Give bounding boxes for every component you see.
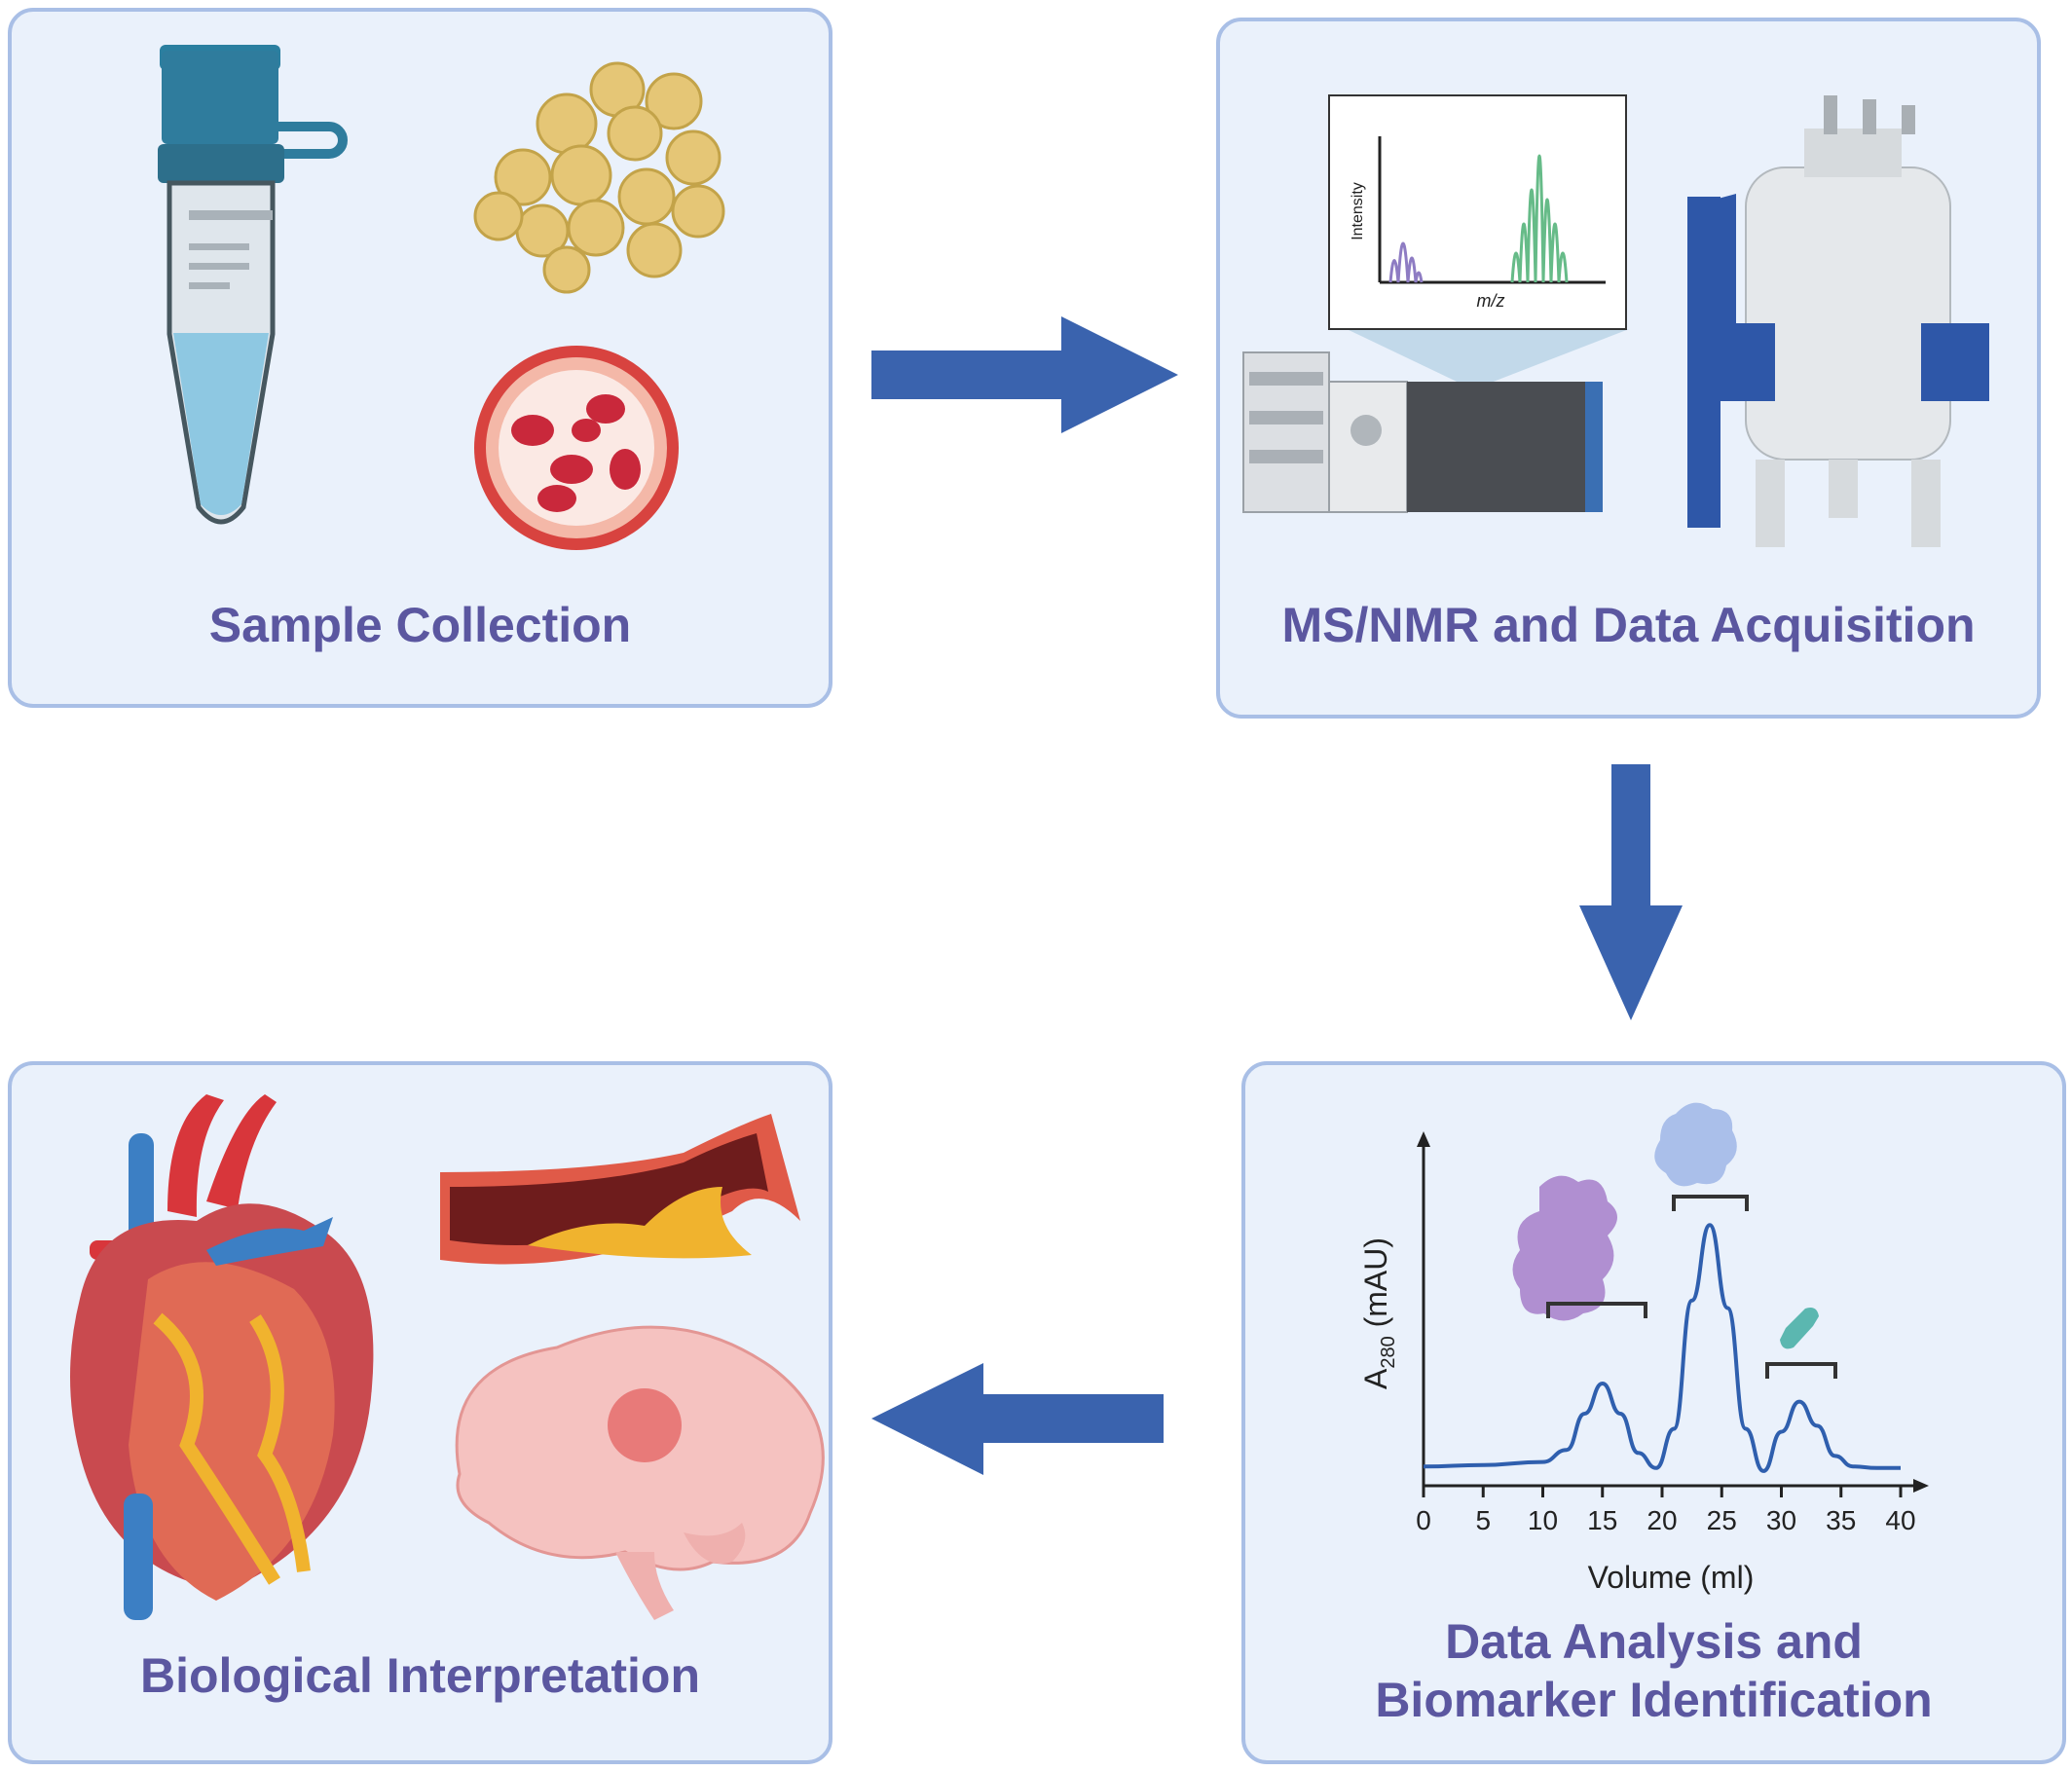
sample-collection-illustration	[158, 45, 725, 550]
chart-xlabel: Volume (ml)	[1588, 1560, 1755, 1595]
blood-vessel-cross-section-icon	[474, 346, 679, 550]
brain-icon	[455, 1325, 825, 1620]
panel-sample-collection: Sample Collection	[8, 8, 832, 708]
x-tick-label: 10	[1528, 1505, 1558, 1535]
panel-title-analysis-line2: Biomarker Identification	[1375, 1673, 1933, 1727]
acquisition-illustration	[1242, 94, 1989, 547]
artery-plaque-icon	[440, 1114, 800, 1265]
bracket-large	[1546, 1302, 1647, 1318]
chromatogram-curve	[1423, 1223, 1901, 1473]
bracket-medium	[1672, 1195, 1749, 1211]
arrow-left-icon	[871, 1363, 1164, 1475]
ms-ylabel: Intensity	[1350, 182, 1366, 240]
panel-title-interpretation: Biological Interpretation	[139, 1648, 701, 1703]
x-tick-label: 20	[1646, 1505, 1677, 1535]
panel-title-acquisition: MS/NMR and Data Acquisition	[1281, 598, 1976, 652]
arrow-right-icon	[871, 316, 1178, 433]
panel-interpretation: Biological Interpretation	[8, 1061, 832, 1764]
interpretation-illustration	[70, 1094, 825, 1620]
mass-spectrometer-icon	[1242, 351, 1603, 513]
panel-title-analysis-line1: Data Analysis and	[1445, 1614, 1863, 1669]
x-tick-label: 25	[1707, 1505, 1737, 1535]
bracket-small	[1765, 1362, 1837, 1379]
heart-icon	[70, 1094, 374, 1620]
x-tick-label: 15	[1587, 1505, 1617, 1535]
chart-ylabel: A280 (mAU)	[1358, 1237, 1399, 1389]
medium-protein-icon	[1654, 1102, 1737, 1187]
panel-acquisition: Intensity m/z MS/NMR and Data Acquisitio…	[1216, 18, 2041, 719]
arrow-down-icon	[1579, 764, 1683, 1020]
panel-title-sample-collection: Sample Collection	[208, 598, 632, 652]
adipocyte-cluster-icon	[473, 61, 725, 294]
ms-axis-labels: Intensity m/z	[1350, 182, 1505, 311]
x-tick-label: 0	[1416, 1505, 1431, 1535]
x-tick-label: 40	[1885, 1505, 1915, 1535]
small-protein-icon	[1780, 1308, 1819, 1349]
x-tick-label: 5	[1475, 1505, 1491, 1535]
sec-chromatogram-chart: 0 5 10 15 20 25 30 35 40 Volume (ml) A280 (mAU)	[1358, 1102, 1929, 1595]
x-tick-label: 35	[1826, 1505, 1856, 1535]
mass-spectrum-plot	[1328, 94, 1629, 389]
nmr-spectrometer-icon	[1687, 95, 1989, 547]
x-tick-label: 30	[1766, 1505, 1796, 1535]
sample-tube-icon	[158, 45, 348, 525]
large-protein-icon	[1512, 1175, 1617, 1321]
ms-xlabel: m/z	[1477, 291, 1505, 311]
